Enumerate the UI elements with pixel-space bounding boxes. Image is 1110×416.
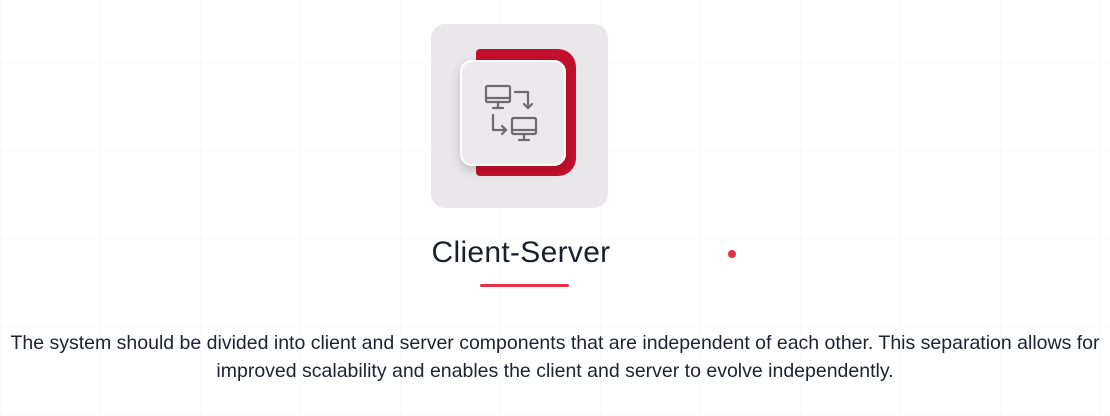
card-title: Client-Server (431, 236, 611, 269)
client-server-exchange-icon (484, 84, 538, 142)
decorative-dot (728, 250, 736, 258)
title-underline (480, 284, 569, 287)
title-wrapper: Client-Server (419, 233, 623, 273)
card-description: The system should be divided into client… (10, 332, 1100, 382)
icon-inner-tile (460, 60, 566, 166)
